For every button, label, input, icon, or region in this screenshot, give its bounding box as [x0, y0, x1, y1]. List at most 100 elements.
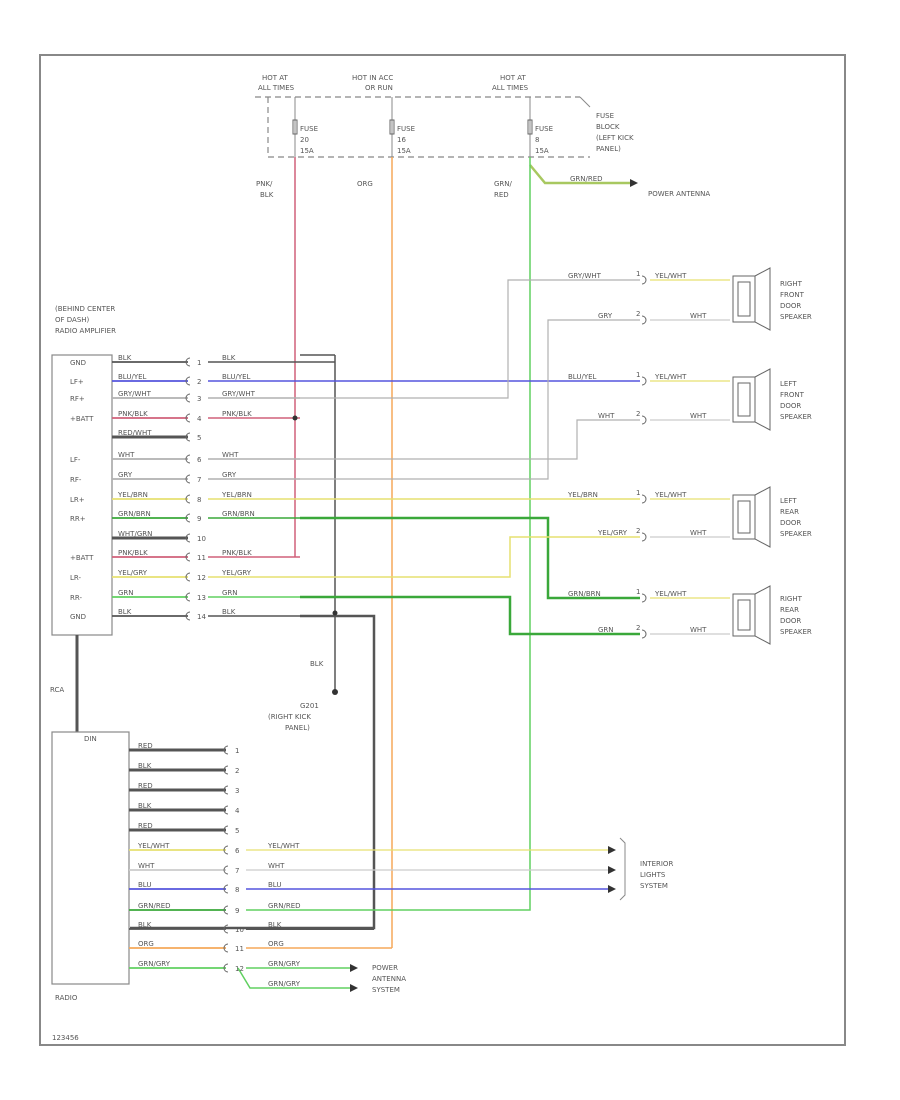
- amp-wire-left-label-4: RED/WHT: [118, 429, 152, 437]
- speaker-3-in-plus: GRN/BRN: [568, 590, 601, 598]
- radio-din: DIN: [84, 735, 97, 743]
- amp-pin-3: +BATT: [70, 415, 94, 423]
- svg-text:123456: 123456: [52, 1034, 79, 1042]
- radio-wire-right-label-5: YEL/WHT: [267, 842, 300, 850]
- amp-pin-num-1: 2: [197, 378, 201, 386]
- speaker-3-label-0: RIGHT: [780, 595, 803, 603]
- hot-mid-l1: HOT IN ACC: [352, 74, 393, 82]
- amp-pin-num-5: 6: [197, 456, 202, 464]
- top-wire-left-l1: PNK/: [256, 180, 273, 188]
- svg-text:RCA: RCA: [50, 686, 64, 694]
- speaker-3-pin-plus: 1: [636, 588, 640, 596]
- amp-pin-num-2: 3: [197, 395, 201, 403]
- amp-label-l2: OF DASH): [55, 316, 90, 324]
- amp-wire-right-label-3: PNK/BLK: [222, 410, 252, 418]
- block-label-l3: (LEFT KICK: [596, 134, 634, 142]
- speaker-1-body: [732, 376, 756, 423]
- pa-system-l3: SYSTEM: [372, 986, 400, 994]
- svg-text:(LEFT KICK: (LEFT KICK: [596, 134, 634, 142]
- amp-connector-7: [185, 494, 191, 504]
- speaker-2-pin-plus: 1: [636, 489, 640, 497]
- route-lf-minus: [300, 419, 640, 460]
- amp-pin-6: RF-: [70, 476, 82, 484]
- radio-connector-9: [223, 924, 229, 934]
- radio-pin-5: 6: [235, 847, 240, 855]
- fuse-left-name: FUSE: [300, 125, 318, 133]
- amplifier: (BEHIND CENTER OF DASH) RADIO AMPLIFIER …: [51, 305, 300, 636]
- speaker-3-out-plus: YEL/WHT: [654, 590, 687, 598]
- radio-wire-left-label-9: BLK: [138, 921, 152, 929]
- amp-wire-left-label-13: BLK: [118, 608, 132, 616]
- ground-label-l1: G201: [300, 702, 319, 710]
- amp-batt-splice: [292, 415, 298, 421]
- top-wire-left-l2: BLK: [260, 191, 274, 199]
- speaker-1-conn-plus: [641, 376, 647, 386]
- speaker-3-conn-minus: [641, 629, 647, 639]
- speaker-3-magnet: [737, 599, 751, 631]
- rca-label: RCA: [50, 686, 64, 694]
- fuse-mid-num: 16: [397, 136, 406, 144]
- hot-right-l2: ALL TIMES: [492, 84, 529, 92]
- radio-extra-wire-label: GRN/GRY: [268, 980, 301, 988]
- interior-lights-l1: INTERIOR: [640, 860, 673, 868]
- radio-pin-4: 5: [235, 827, 239, 835]
- amp-pin-12: RR-: [70, 594, 82, 602]
- speaker-0-pin-plus: 1: [636, 270, 640, 278]
- amp-wire-right-label-10: PNK/BLK: [222, 549, 252, 557]
- top-wire-right-l1: GRN/: [494, 180, 513, 188]
- hot-left-l1: HOT AT: [262, 74, 289, 82]
- amp-wire-right-label-7: YEL/BRN: [221, 491, 252, 499]
- amp-connector-1: [185, 376, 191, 386]
- svg-text:DIN: DIN: [84, 735, 97, 743]
- speaker-3-label-3: SPEAKER: [780, 628, 812, 636]
- radio-connector-3: [223, 805, 229, 815]
- speaker-2-out-minus: WHT: [690, 529, 707, 537]
- speaker-0-label-1: FRONT: [780, 291, 805, 299]
- radio-arrow-1: [608, 866, 616, 874]
- speaker-2-conn-plus: [641, 494, 647, 504]
- radio-pin-0: 1: [235, 747, 239, 755]
- amp-label-l1: (BEHIND CENTER: [55, 305, 115, 313]
- amp-pin-num-0: 1: [197, 359, 201, 367]
- svg-text:G201: G201: [300, 702, 319, 710]
- amp-pin-num-9: 10: [197, 535, 206, 543]
- speaker-0-label-2: DOOR: [780, 302, 801, 310]
- speaker-3-label-1: REAR: [780, 606, 799, 614]
- amp-wire-left-label-0: BLK: [118, 354, 132, 362]
- fuse-left-num: 20: [300, 136, 309, 144]
- svg-text:ALL TIMES: ALL TIMES: [258, 84, 295, 92]
- radio-pin-6: 7: [235, 867, 239, 875]
- radio-arrow-pa-1: [350, 964, 358, 972]
- svg-text:PANEL): PANEL): [596, 145, 621, 153]
- svg-text:FUSE: FUSE: [596, 112, 614, 120]
- radio-wire-left-label-1: BLK: [138, 762, 152, 770]
- speaker-2-conn-minus: [641, 532, 647, 542]
- amp-connector-3: [185, 413, 191, 423]
- speaker-1: BLU/YELWHT12YEL/WHTWHTLEFTFRONTDOORSPEAK…: [568, 368, 812, 431]
- radio-pin-1: 2: [235, 767, 239, 775]
- amp-pin-0: GND: [70, 359, 86, 367]
- diagram-frame: [39, 54, 846, 1046]
- speaker-1-pin-plus: 1: [636, 371, 640, 379]
- radio-wire-right-label-9: BLK: [268, 921, 282, 929]
- speaker-0-conn-plus: [641, 275, 647, 285]
- amp-connector-9: [185, 533, 191, 543]
- svg-text:OF DASH): OF DASH): [55, 316, 90, 324]
- amp-wire-left-label-7: YEL/BRN: [117, 491, 148, 499]
- svg-text:PANEL): PANEL): [285, 724, 310, 732]
- radio-wire-left-label-0: RED: [138, 742, 153, 750]
- speaker-1-in-plus: BLU/YEL: [568, 373, 597, 381]
- radio-connector-1: [223, 765, 229, 775]
- speaker-1-out-plus: YEL/WHT: [654, 373, 687, 381]
- amp-wire-left-label-6: GRY: [118, 471, 133, 479]
- speaker-2-label-3: SPEAKER: [780, 530, 812, 538]
- svg-text:GRN/RED: GRN/RED: [570, 175, 603, 183]
- amp-connector-8: [185, 513, 191, 523]
- route-rf-minus: [300, 319, 640, 480]
- radio-wire-left-label-5: YEL/WHT: [137, 842, 170, 850]
- route-rr-plus: [300, 516, 640, 600]
- top-wire-mid: ORG: [357, 180, 373, 188]
- amp-connector-12: [185, 592, 191, 602]
- radio-connector-0: [223, 745, 229, 755]
- route-gnd-to-radio: [130, 614, 376, 930]
